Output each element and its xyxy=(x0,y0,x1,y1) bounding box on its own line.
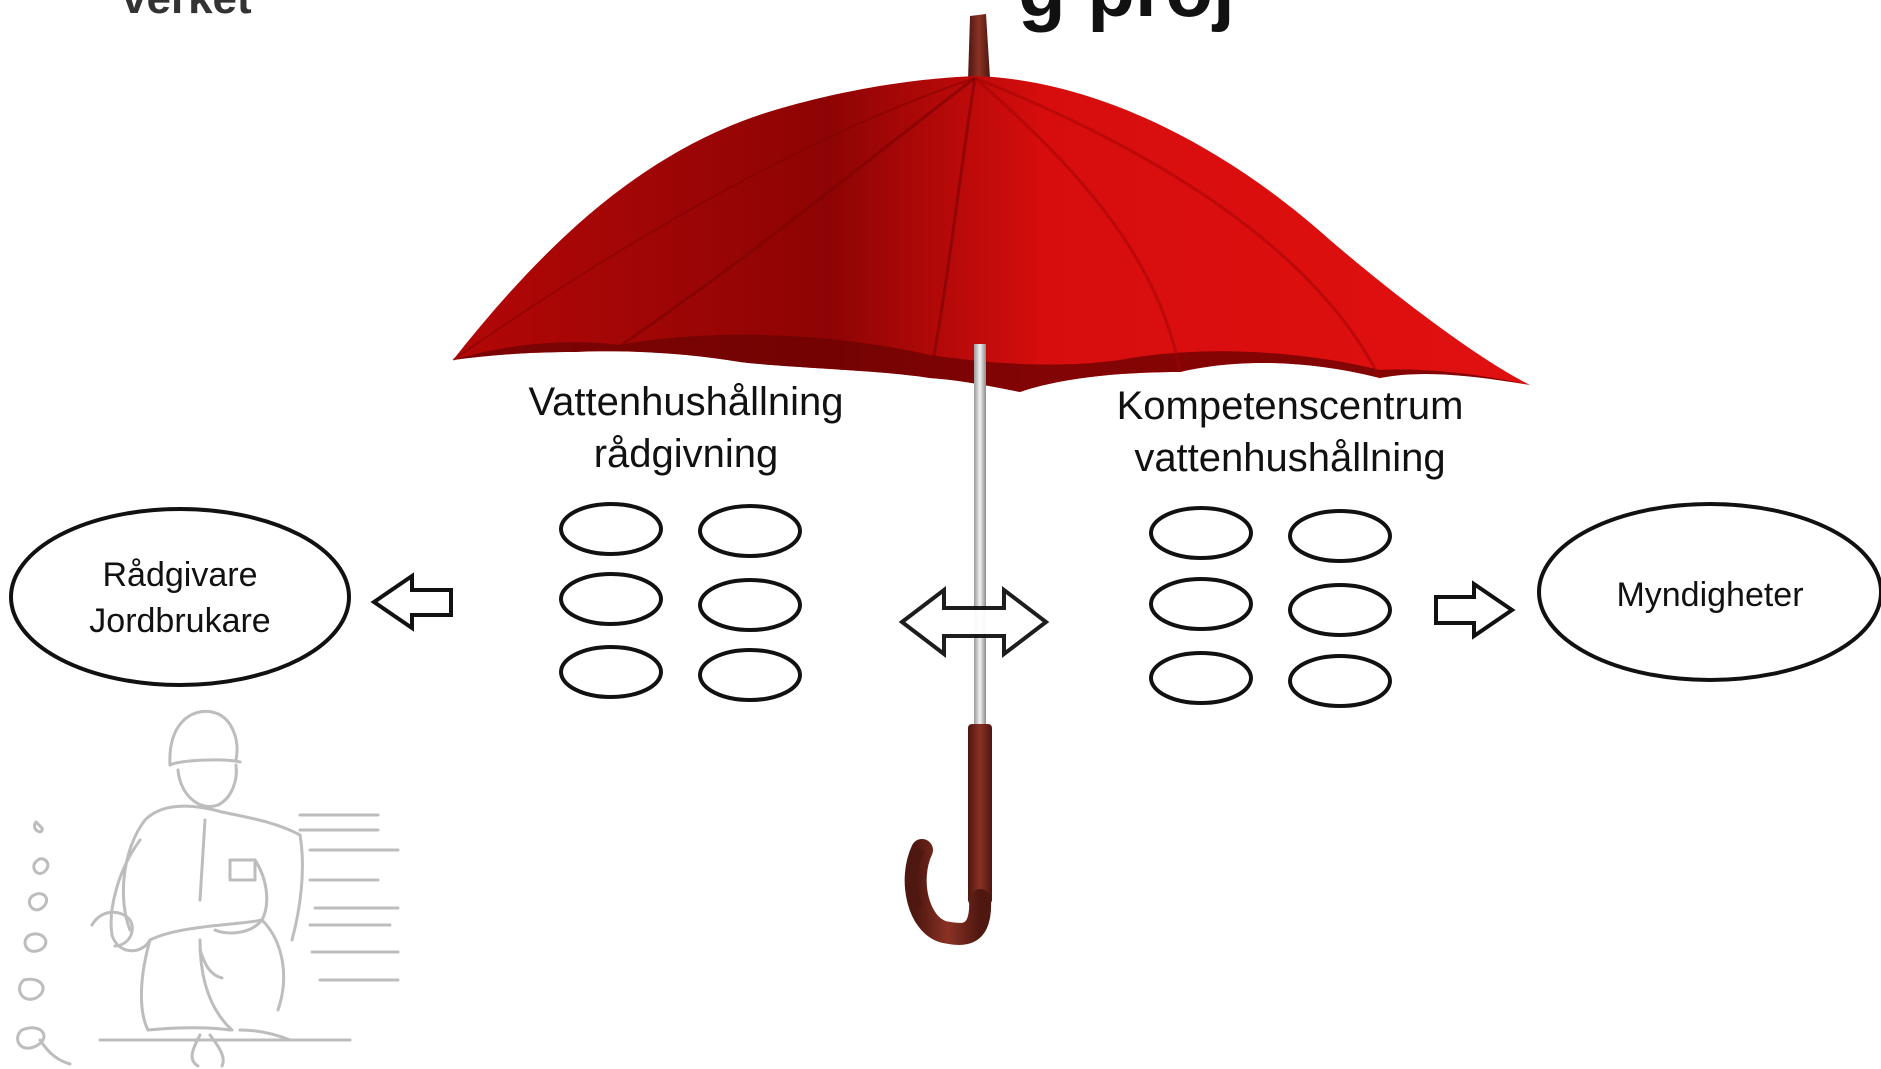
cluster-oval xyxy=(1149,506,1253,560)
left-group-title: Vattenhushållning rådgivning xyxy=(512,376,860,480)
right-group-title-line2: vattenhushållning xyxy=(1134,436,1446,480)
cluster-oval xyxy=(1149,577,1253,631)
right-cluster-ovals xyxy=(1149,506,1392,708)
umbrella-shaft xyxy=(974,344,986,732)
left-cluster-ovals xyxy=(559,502,802,702)
cluster-oval xyxy=(559,645,663,699)
cluster-oval xyxy=(698,648,802,702)
advisor-farmer-ellipse xyxy=(9,507,351,687)
arrow-right-icon xyxy=(1434,580,1516,640)
umbrella-canopy-icon xyxy=(452,76,1530,392)
advisor-label: Rådgivare xyxy=(102,556,258,594)
cluster-oval xyxy=(559,502,663,556)
farmer-label: Jordbrukare xyxy=(89,602,271,640)
cropped-header-title: g proj xyxy=(1018,0,1235,35)
umbrella-tip xyxy=(968,14,990,80)
cluster-oval xyxy=(1288,654,1392,708)
arrow-left-icon xyxy=(370,572,453,632)
cluster-oval xyxy=(698,578,802,632)
cropped-header-left: verket xyxy=(122,0,252,24)
cluster-oval xyxy=(698,504,802,558)
arrow-bidirectional-icon xyxy=(898,585,1050,659)
farmer-sketch-icon xyxy=(16,709,400,1068)
umbrella-handle-icon xyxy=(904,724,992,945)
right-group-title: Kompetenscentrum vattenhushållning xyxy=(1100,380,1480,484)
cluster-oval xyxy=(1149,651,1253,705)
left-group-title-line1: Vattenhushållning xyxy=(528,380,844,424)
right-group-title-line1: Kompetenscentrum xyxy=(1116,384,1464,428)
authorities-ellipse xyxy=(1537,502,1881,682)
cluster-oval xyxy=(1288,509,1392,563)
authorities-label: Myndigheter xyxy=(1616,576,1804,614)
left-group-title-line2: rådgivning xyxy=(593,432,779,476)
cluster-oval xyxy=(559,572,663,626)
cluster-oval xyxy=(1288,583,1392,637)
advisor-farmer-label: Rådgivare Jordbrukare xyxy=(40,552,320,644)
